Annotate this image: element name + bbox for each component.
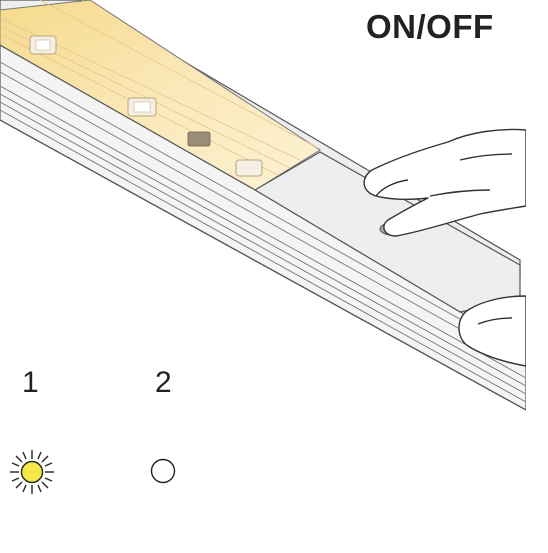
led-resistor (187, 131, 211, 147)
profile-grooves (0, 61, 526, 403)
profile-front-face (0, 44, 526, 411)
state-2-label: 2 (155, 366, 172, 399)
led-chip-2 (127, 97, 157, 117)
thumb (458, 295, 526, 367)
on-off-title: ON/OFF (366, 8, 494, 45)
led-chip-1 (29, 35, 57, 55)
pointing-hand (363, 128, 526, 237)
light-on-icon (10, 450, 54, 494)
led-diffuser (0, 0, 321, 191)
light-off-icon (150, 458, 176, 484)
state-1-label: 1 (22, 366, 39, 399)
led-chip-3 (235, 159, 263, 177)
